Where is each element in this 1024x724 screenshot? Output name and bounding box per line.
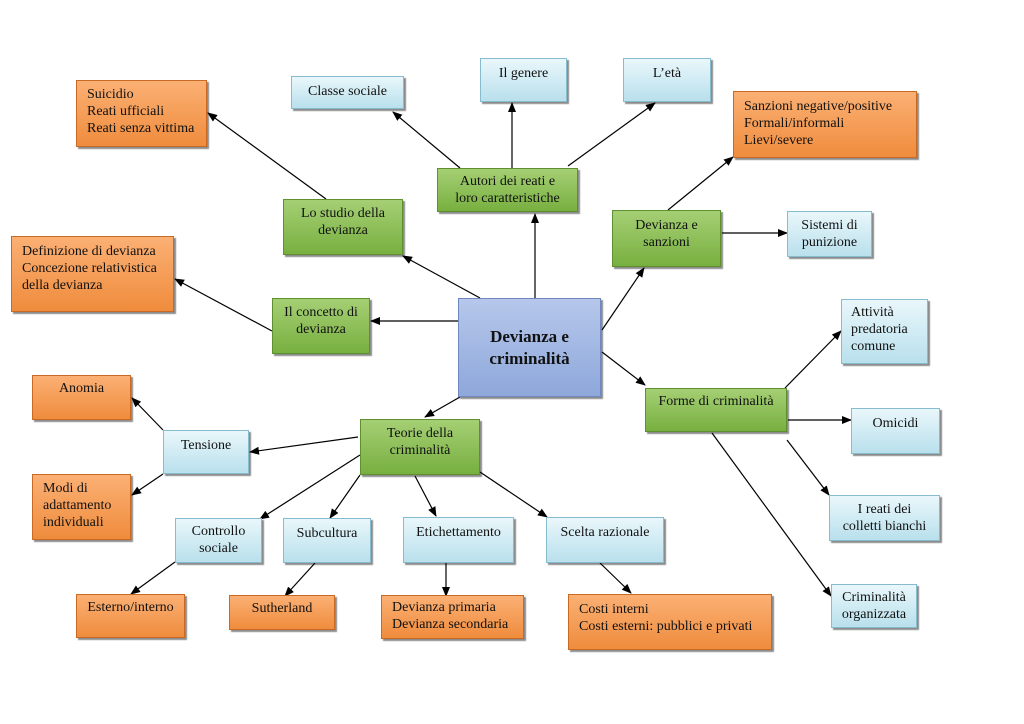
node-definizione-devianza: Definizione di devianza Concezione relat… (11, 236, 174, 312)
node-omicidi: Omicidi (851, 408, 940, 454)
arrow-center-sanzioni (601, 267, 645, 331)
node-devianza-sanzioni: Devianza e sanzioni (612, 210, 721, 267)
node-etichettamento: Etichettamento (403, 517, 514, 563)
node-autori-dei-reati: Autori dei reati e loro caratteristiche (437, 168, 578, 212)
arrow-controllo-esterno (130, 561, 176, 595)
node-sanzioni-list: Sanzioni negative/positive Formali/infor… (733, 91, 917, 158)
node-costi: Costi interni Costi esterni: pubblici e … (568, 594, 772, 650)
arrow-studio-suicidio (207, 112, 327, 200)
node-sistemi-punizione: Sistemi di punizione (787, 211, 872, 257)
node-teorie-criminalita: Teorie della criminalità (360, 419, 480, 475)
node-devianza-primaria-secondaria: Devianza primaria Devianza secondaria (381, 595, 524, 639)
arrow-teorie-controllo (259, 454, 361, 520)
node-classe-sociale: Classe sociale (291, 76, 404, 109)
node-colletti-bianchi: I reati dei colletti bianchi (829, 495, 940, 541)
arrow-teorie-etichettamento (414, 475, 437, 517)
arrow-tensione-modi (131, 473, 164, 496)
node-attivita-predatoria: Attività predatoria comune (841, 299, 928, 364)
node-tensione: Tensione (163, 430, 249, 474)
node-sutherland: Sutherland (229, 595, 335, 630)
node-esterno-interno: Esterno/interno (76, 594, 185, 638)
node-il-genere: Il genere (480, 58, 567, 102)
node-suicidio-reati: Suicidio Reati ufficiali Reati senza vit… (76, 80, 207, 147)
node-modi-adattamento: Modi di adattamento individuali (32, 474, 131, 540)
arrow-concetto-definizione (174, 278, 273, 332)
arrow-teorie-tensione (249, 436, 359, 455)
arrow-teorie-subcultura (329, 474, 361, 519)
arrow-scelta-costi (599, 562, 632, 594)
node-criminalita-organizzata: Criminalità organizzata (831, 584, 917, 628)
arrow-autori-classe (392, 111, 461, 169)
node-scelta-razionale: Scelta razionale (546, 517, 664, 563)
arrow-forme-attivita (784, 330, 842, 389)
arrow-center-teorie (424, 396, 461, 418)
node-studio-devianza: Lo studio della devianza (283, 199, 403, 255)
arrow-sanzioni-list (667, 156, 734, 211)
arrow-forme-organizzata (711, 432, 832, 597)
arrow-teorie-scelta (479, 471, 548, 518)
arrow-center-studio (402, 255, 481, 299)
arrow-tensione-anomia (131, 397, 164, 431)
node-eta: L’età (623, 58, 711, 102)
arrow-center-forme (601, 351, 646, 386)
node-subcultura: Subcultura (283, 518, 371, 563)
arrow-subcultura-sutherland (284, 562, 316, 597)
node-controllo-sociale: Controllo sociale (175, 518, 262, 563)
arrow-autori-eta (567, 102, 656, 167)
node-concetto-devianza: Il concetto di devianza (272, 298, 370, 354)
node-forme-criminalita: Forme di criminalità (645, 388, 787, 432)
arrow-forme-colletti (786, 439, 830, 496)
node-anomia: Anomia (32, 375, 131, 420)
root-node: Devianza e criminalità (458, 298, 601, 397)
